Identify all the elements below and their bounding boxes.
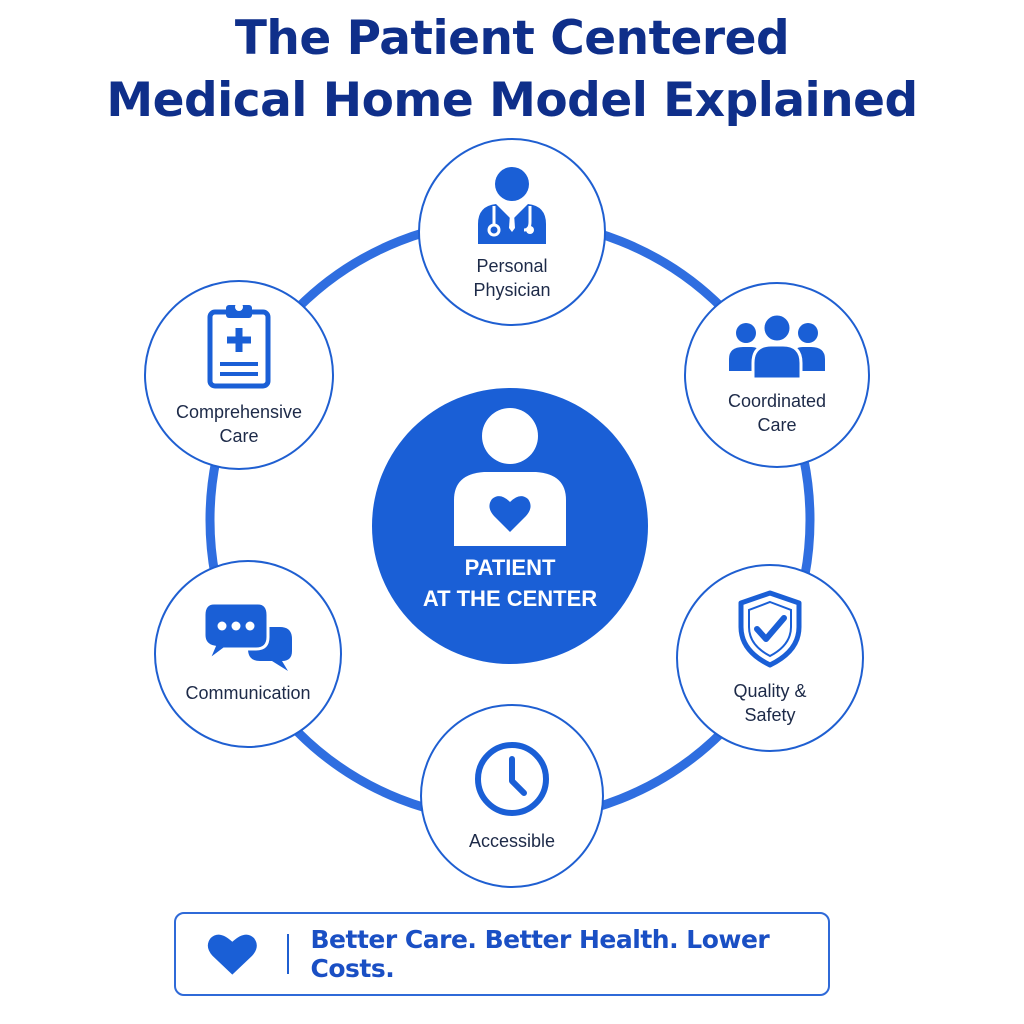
center-label: PATIENT AT THE CENTER — [423, 552, 597, 614]
center-label-line: PATIENT — [464, 555, 556, 580]
label-line: Safety — [744, 705, 796, 725]
patient-center: PATIENT AT THE CENTER — [372, 388, 648, 664]
patient-heart-icon — [454, 408, 566, 546]
node-label: Communication — [185, 681, 310, 705]
label-line: Care — [757, 415, 797, 435]
node-coordinated-care: Coordinated Care — [684, 282, 870, 468]
label-line: Communication — [185, 683, 311, 703]
node-accessible: Accessible — [420, 704, 604, 888]
tagline-banner: Better Care. Better Health. Lower Costs. — [174, 912, 830, 996]
node-comprehensive-care: Comprehensive Care — [144, 280, 334, 470]
page-title: The Patient Centered Medical Home Model … — [0, 8, 1024, 132]
label-line: Quality & — [733, 681, 807, 701]
label-line: Comprehensive — [175, 402, 303, 422]
label-line: Accessible — [468, 831, 556, 851]
title-line-2: Medical Home Model Explained — [106, 73, 918, 128]
label-line: Care — [219, 426, 259, 446]
banner-divider — [286, 934, 289, 974]
clipboard-plus-icon — [207, 303, 271, 389]
heart-icon — [207, 934, 257, 975]
node-quality-safety: Quality & Safety — [676, 564, 864, 752]
chat-bubbles-icon — [202, 603, 292, 671]
label-line: Coordinated — [727, 391, 827, 411]
shield-check-icon — [738, 590, 802, 668]
node-label: Quality & Safety — [733, 679, 806, 727]
node-label: Accessible — [469, 829, 555, 853]
clock-icon — [475, 742, 549, 816]
title-line-1: The Patient Centered — [234, 11, 790, 66]
node-label: Coordinated Care — [728, 389, 826, 437]
node-label: Comprehensive Care — [176, 400, 302, 448]
tagline-text: Better Care. Better Health. Lower Costs. — [310, 925, 770, 983]
node-personal-physician: Personal Physician — [418, 138, 606, 326]
physician-icon — [478, 167, 546, 244]
team-icon — [729, 313, 825, 379]
node-communication: Communication — [154, 560, 342, 748]
label-line: Physician — [473, 280, 551, 300]
node-label: Personal Physician — [473, 254, 550, 302]
center-label-line: AT THE CENTER — [422, 586, 598, 611]
label-line: Personal — [476, 256, 548, 276]
